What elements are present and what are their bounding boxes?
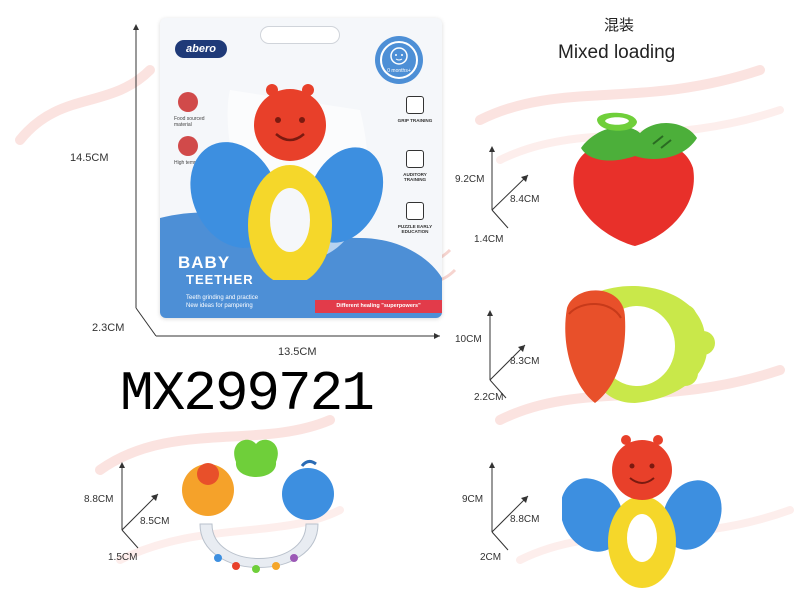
feature-puzzle: PUZZLE EARLY EDUCATION (397, 224, 433, 234)
brain-icon (406, 202, 424, 220)
rattle-teether (182, 439, 334, 573)
feature-auditory: AUDITORY TRAINING (403, 172, 427, 182)
bee-teether (562, 435, 722, 588)
ear-icon (406, 150, 424, 168)
temperature-icon (178, 136, 198, 156)
mixed-loading-heading-en: Mixed loading (558, 42, 676, 63)
feature-food-sourced: Food sourced material (174, 116, 205, 128)
variant1-width-label: 8.4CM (510, 194, 540, 205)
slogan-bar: Different healing "superpowers" (315, 300, 442, 313)
variant2-depth-label: 2.2CM (474, 392, 504, 403)
variant3-width-label: 8.8CM (510, 514, 540, 525)
variant4-height-label: 8.8CM (84, 494, 114, 505)
variant3-depth-label: 2CM (480, 552, 502, 563)
product-title-line1: BABY (178, 253, 231, 272)
package-height-label: 14.5CM (70, 152, 109, 164)
product-title: BABY TEETHER (178, 254, 254, 288)
mixed-loading-heading-cn: 混装 (604, 16, 635, 34)
age-badge-text: 0 months+ (387, 68, 411, 74)
variant3-height-label: 9CM (462, 494, 484, 505)
strawberry-teether (573, 112, 697, 246)
variant1-height-label: 9.2CM (455, 174, 485, 185)
age-badge: 0 months+ (375, 36, 423, 84)
product-title-line2: TEETHER (186, 272, 254, 287)
feature-grip: GRIP TRAINING (397, 118, 433, 123)
product-package: abero 0 months+ Food sourced material Hi… (160, 18, 442, 318)
package-bee-teether (190, 84, 384, 280)
product-tagline: Teeth grinding and practice New ideas fo… (186, 294, 296, 310)
hang-hole (260, 26, 340, 44)
model-code: MX299721 (120, 362, 375, 426)
variant1-depth-label: 1.4CM (474, 234, 504, 245)
leaf-icon (178, 92, 198, 112)
variant4-depth-label: 1.5CM (108, 552, 138, 563)
package-width-label: 13.5CM (278, 346, 317, 358)
tagline-line1: Teeth grinding and practice (186, 295, 259, 301)
variant4-width-label: 8.5CM (140, 516, 170, 527)
hand-icon (406, 96, 424, 114)
tagline-line2: New ideas for pampering (186, 303, 253, 309)
brand-logo: abero (175, 40, 227, 58)
package-depth-label: 2.3CM (92, 322, 125, 334)
variant2-width-label: 8.3CM (510, 356, 540, 367)
baby-face-icon (390, 47, 408, 65)
bee-ring-teether (565, 285, 715, 403)
variant2-height-label: 10CM (455, 334, 482, 345)
